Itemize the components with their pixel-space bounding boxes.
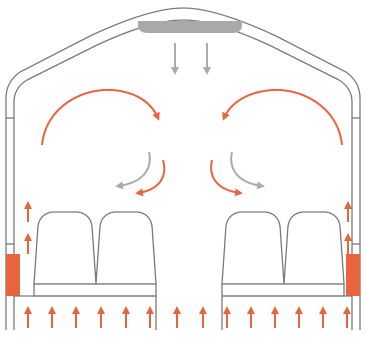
warm-air-loop-left bbox=[41, 88, 160, 146]
warm-air-swirl-left bbox=[135, 159, 166, 197]
seat-left-cushion bbox=[33, 283, 157, 297]
cabin-outer-shell bbox=[5, 7, 361, 330]
warm-air-swirl-right bbox=[210, 159, 243, 197]
floor-left bbox=[14, 295, 157, 330]
floor-right bbox=[221, 295, 352, 330]
vent-icon bbox=[138, 21, 242, 33]
cool-air-swirl-right bbox=[230, 151, 265, 190]
cabin-icon bbox=[5, 7, 361, 330]
seat-left-inner-icon bbox=[95, 211, 157, 285]
seat-right-inner-icon bbox=[221, 211, 285, 285]
seat-right-outer-icon bbox=[283, 211, 345, 285]
heater-left-icon bbox=[6, 254, 20, 296]
cool-air-downdrafts bbox=[171, 43, 211, 75]
seat-left-outer-icon bbox=[33, 211, 97, 285]
warm-air-loop-right bbox=[222, 88, 343, 146]
heater-right-icon bbox=[346, 254, 360, 296]
cabin-inner-shell bbox=[13, 19, 353, 330]
seat-right-cushion bbox=[221, 283, 345, 297]
cool-air-swirl-left bbox=[115, 151, 151, 190]
